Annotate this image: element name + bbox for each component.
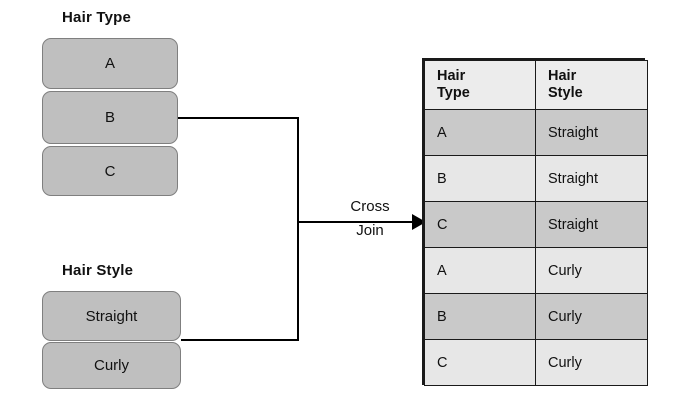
cell-hair-style: Curly [535,293,648,340]
cell-hair-type: A [424,109,536,156]
hair-style-value-box[interactable]: Straight [42,291,181,341]
hair-type-value-box[interactable]: C [42,146,178,196]
cell-hair-style: Straight [535,109,648,156]
hair-style-value-box[interactable]: Curly [42,342,181,389]
cross-join-label-line1: Cross [350,198,390,215]
column-header-hair-type-line2: Type [437,85,470,101]
table-header-row: Hair Type Hair Style [424,60,648,110]
column-header-hair-style-line1: Hair [548,68,577,85]
cell-hair-style: Straight [535,155,648,202]
hair-type-value-label: C [104,162,116,180]
hair-type-title: Hair Type [62,9,132,26]
hair-style-title: Hair Style [62,262,134,279]
hair-style-value-label: Straight [85,307,138,325]
column-header-hair-style: Hair Style [535,60,648,110]
hair-type-value-label: A [104,55,115,72]
column-header-hair-type: Hair Type [424,60,536,110]
cell-hair-style: Curly [535,339,648,386]
hair-type-value-box[interactable]: A [42,38,178,89]
cell-hair-type: B [424,155,536,202]
hair-type-value-label: B [104,109,115,126]
cell-hair-type: C [424,201,536,248]
cell-hair-type: B [424,293,536,340]
cross-join-label-line2: Join [356,222,384,239]
hair-style-value-label: Curly [93,357,129,374]
column-header-hair-type-line1: Hair [437,68,466,85]
hair-type-value-box[interactable]: B [42,91,178,144]
cell-hair-style: Straight [535,201,648,248]
cell-hair-style: Curly [535,247,648,294]
column-header-hair-style-line2: Style [548,85,583,101]
cell-hair-type: A [424,247,536,294]
cell-hair-type: C [424,339,536,386]
